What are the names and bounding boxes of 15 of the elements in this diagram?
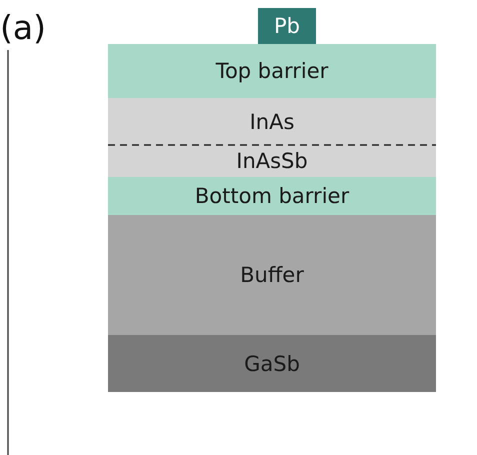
barrier-layer	[108, 44, 436, 98]
layer-label: Buffer	[240, 263, 304, 287]
substrate-layer	[108, 335, 436, 392]
semiconductor-layer	[108, 145, 436, 177]
barrier-layer	[108, 177, 436, 215]
layer-label: Bottom barrier	[194, 184, 350, 208]
layer-label: InAsSb	[236, 149, 308, 173]
layer-label: GaSb	[244, 352, 300, 376]
buffer-layer	[108, 215, 436, 335]
panel-label: (a)	[0, 8, 46, 47]
layer-label: Top barrier	[216, 59, 328, 83]
layer-label: InAs	[250, 110, 294, 134]
layer-label: Pb	[274, 14, 300, 38]
contact-layer	[258, 8, 316, 44]
semiconductor-layer	[108, 98, 436, 145]
